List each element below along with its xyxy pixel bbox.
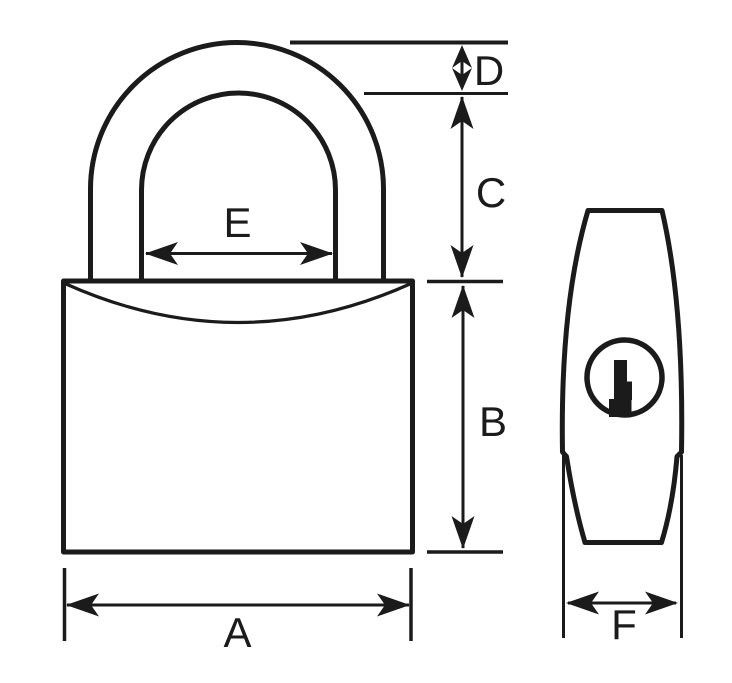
extension-lines: [62, 40, 683, 641]
dimension-label-d: D: [474, 47, 504, 94]
dimension-label-a: A: [223, 609, 251, 656]
dimension-f: [566, 591, 678, 615]
padlock-front-view: [61, 40, 415, 555]
dimension-a: [66, 593, 410, 617]
keyhole-slot-icon: [609, 360, 632, 417]
padlock-side-view: [559, 208, 685, 545]
dimension-label-e: E: [223, 199, 251, 246]
dimension-label-c: C: [476, 169, 506, 216]
dimension-d: [452, 45, 472, 91]
dimension-b: [451, 285, 475, 549]
dimension-label-b: B: [479, 398, 507, 445]
shackle-inner-outline: [139, 90, 338, 284]
dimension-label-f: F: [611, 601, 637, 648]
body-bevel-curve: [64, 282, 412, 325]
shackle-outer-outline: [88, 40, 386, 284]
padlock-body: [61, 278, 415, 555]
dimension-e: [145, 242, 333, 265]
dimension-c: [450, 96, 474, 278]
